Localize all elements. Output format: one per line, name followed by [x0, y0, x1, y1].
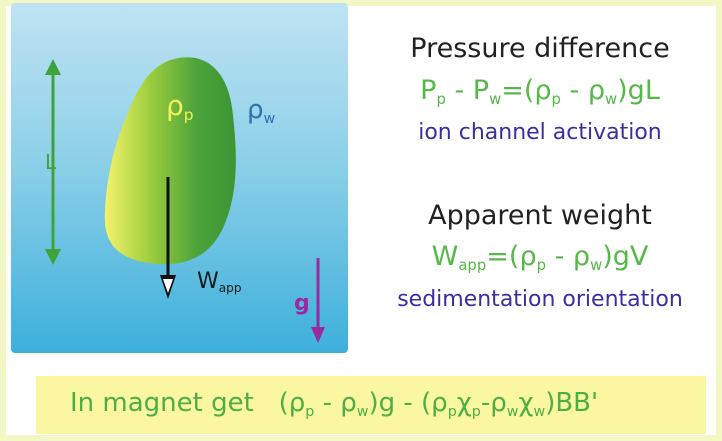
length-label: L [45, 150, 57, 174]
cell-body [104, 57, 236, 265]
weight-note: sedimentation orientation [397, 287, 683, 312]
weight-arrow [160, 177, 176, 299]
weight-title: Apparent weight [428, 200, 652, 231]
rho-p-label: ρp [166, 89, 194, 125]
pressure-equation: Pp - Pw=(ρp - ρw)gL [420, 75, 660, 109]
pressure-title: Pressure difference [410, 33, 670, 64]
weight-app-label: Wapp [197, 269, 242, 296]
weight-equation: Wapp=(ρp - ρw)gV [431, 241, 649, 275]
cell-diagram-svg [45, 57, 325, 343]
pressure-note: ion channel activation [418, 120, 662, 145]
cell-diagram-panel: L ρp ρw Wapp g [11, 3, 348, 353]
length-arrow [45, 59, 61, 265]
rho-w-label: ρw [247, 95, 276, 127]
gravity-label: g [294, 291, 310, 316]
gravity-arrow [311, 258, 325, 343]
magnet-equation-box: In magnet get (ρp - ρw)g - (ρpχp-ρwχw)BB… [36, 376, 706, 434]
magnet-equation: In magnet get (ρp - ρw)g - (ρpχp-ρwχw)BB… [70, 388, 599, 420]
